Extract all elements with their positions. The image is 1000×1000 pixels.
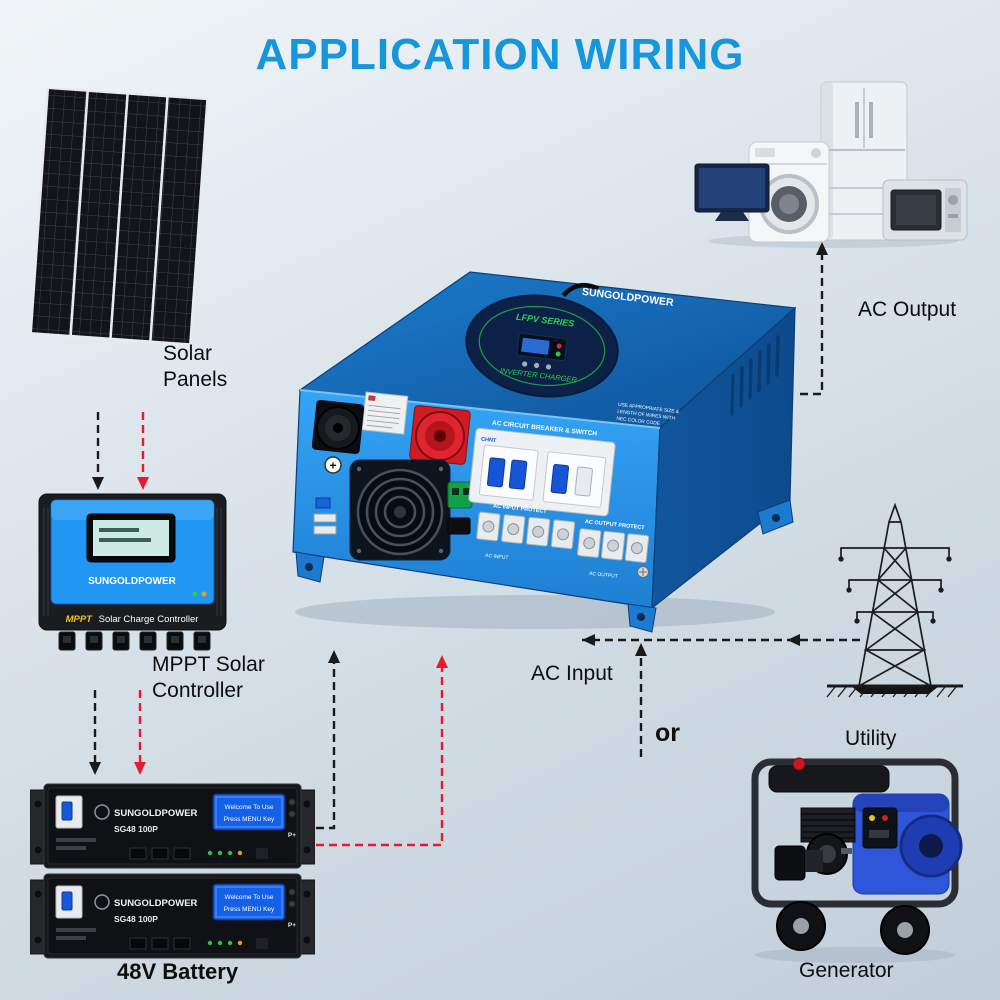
term-ac-output-text: AC OUTPUT xyxy=(589,571,618,580)
battery-breaker xyxy=(55,795,83,829)
mppt-brand-text: SUNGOLDPOWER xyxy=(88,576,177,587)
svg-text:Welcome To Use: Welcome To Use xyxy=(225,894,274,901)
battery-ports xyxy=(129,937,268,950)
ac-output-terminals xyxy=(577,528,650,563)
term-ac-input-text: AC INPUT xyxy=(485,553,509,561)
polarity-left-text: + xyxy=(329,459,336,473)
breaker-brand-text: CHNT xyxy=(481,437,497,445)
side-vents xyxy=(730,335,780,416)
arrow-battery-to-inverter-positive xyxy=(316,655,448,847)
warning-label xyxy=(361,391,409,435)
svg-text:Press MENU Key: Press MENU Key xyxy=(224,816,275,823)
generator-illustration xyxy=(751,757,963,963)
brand-swoosh-icon xyxy=(561,282,600,298)
battery-ports xyxy=(129,847,268,860)
battery-unit-2: SUNGOLDPOWER SG48 100P Welcome To Use Pr… xyxy=(30,873,315,959)
polarity-marker-left xyxy=(324,456,342,474)
transmission-tower-icon xyxy=(838,502,952,687)
mppt-caption: MPPT Solar Charge Controller xyxy=(66,614,199,625)
inverter-top-badge: LFPV SERIES INVERTER CHARGER xyxy=(465,294,619,398)
battery-lcd: Welcome To Use Press MENU Key xyxy=(212,883,286,921)
power-switch xyxy=(447,517,471,535)
ac-input-label: AC Input xyxy=(531,662,613,685)
ac-input-terminals xyxy=(476,511,576,550)
ground-line xyxy=(826,684,963,698)
battery-logo-icon xyxy=(94,894,110,910)
mppt-controller-illustration: SUNGOLDPOWER MPPT Solar Charge Controlle… xyxy=(38,493,227,651)
aux-label-2 xyxy=(313,525,337,535)
battery-brand-text: SUNGOLDPOWER xyxy=(114,808,198,819)
battery-terminal-text: P+ xyxy=(288,922,296,929)
svg-text:NEC COLOR CODE: NEC COLOR CODE xyxy=(616,416,660,427)
aux-port xyxy=(315,497,331,509)
battery-rack-unit: SUNGOLDPOWER SG48 100P Welcome To Use Pr… xyxy=(30,873,315,959)
microwave-icon xyxy=(882,179,968,241)
or-label: or xyxy=(655,719,680,747)
battery-rack-unit: SUNGOLDPOWER SG48 100P Welcome To Use Pr… xyxy=(30,783,315,869)
battery-logo-icon xyxy=(94,804,110,820)
battery-model-text: SG48 100P xyxy=(114,824,158,834)
inverter-front-details: + + xyxy=(311,391,680,580)
battery-unit-1: SUNGOLDPOWER SG48 100P Welcome To Use Pr… xyxy=(30,783,315,869)
arrow-solar-to-mppt-negative xyxy=(92,412,104,490)
battery-brand-text: SUNGOLDPOWER xyxy=(114,898,198,909)
battery-negative-terminal xyxy=(311,400,365,454)
battery-lcd: Welcome To Use Press MENU Key xyxy=(212,793,286,831)
arrow-generator-to-ac-input xyxy=(635,643,647,757)
utility-tower-illustration xyxy=(826,502,963,698)
svg-text:Welcome To Use: Welcome To Use xyxy=(225,804,274,811)
tv-icon xyxy=(694,163,770,221)
input-protect-text: AC INPUT PROTECT xyxy=(493,503,548,515)
generator-icon xyxy=(751,757,963,955)
appliances-illustration xyxy=(694,81,968,248)
ac-output-label: AC Output xyxy=(858,298,957,321)
battery-label: 48V Battery xyxy=(117,959,239,984)
mppt-lcd xyxy=(86,513,176,563)
solar-panels-label: Solar Panels xyxy=(163,342,228,391)
utility-label: Utility xyxy=(845,727,897,750)
arrow-mppt-to-battery-negative xyxy=(89,690,101,775)
generator-label: Generator xyxy=(799,959,894,982)
mppt-controller-label: MPPT Solar Controller xyxy=(152,653,265,702)
battery-breaker xyxy=(55,885,83,919)
arrow-solar-to-mppt-positive xyxy=(137,412,149,490)
arrow-battery-to-inverter-negative xyxy=(316,650,340,830)
svg-text:Press MENU Key: Press MENU Key xyxy=(224,906,275,913)
cooling-fan xyxy=(349,459,451,561)
arrow-ac-input-line xyxy=(582,634,860,646)
battery-terminal-text: P+ xyxy=(288,832,296,839)
aux-label-1 xyxy=(313,513,337,523)
page-title: APPLICATION WIRING xyxy=(255,30,745,79)
terminal-blocks: AC INPUT PROTECT AC OUTPUT PROTECT xyxy=(476,503,650,580)
battery-model-text: SG48 100P xyxy=(114,914,158,924)
solar-panel-array xyxy=(29,88,209,346)
solar-panels-illustration xyxy=(29,88,209,346)
arrow-mppt-to-battery-positive xyxy=(134,690,146,775)
inverter-charger-illustration: LFPV SERIES INVERTER CHARGER SUNGOLDPOWE… xyxy=(292,271,797,633)
arrow-inverter-to-ac-output xyxy=(800,242,828,396)
mppt-terminals xyxy=(58,631,211,651)
mppt-body: SUNGOLDPOWER MPPT Solar Charge Controlle… xyxy=(38,493,227,651)
